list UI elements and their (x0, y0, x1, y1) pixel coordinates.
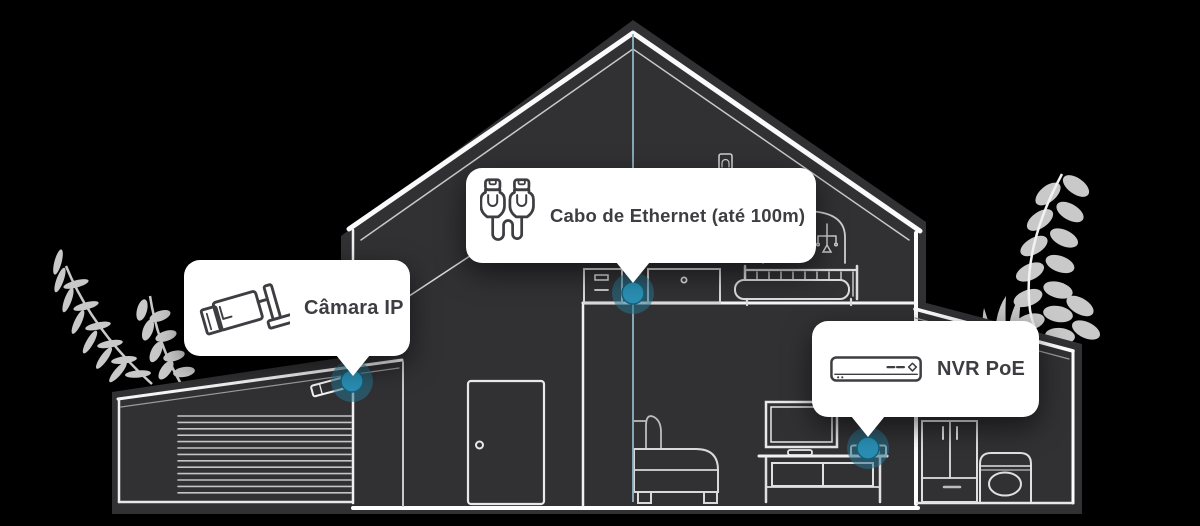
nvr-callout: NVR PoE (812, 321, 1039, 437)
baby-mobile (815, 223, 839, 253)
garage (116, 358, 404, 504)
ethernet-callout-label: Cabo de Ethernet (até 100m) (550, 204, 806, 226)
camera-callout: Câmara IP (184, 260, 410, 376)
camera-hotspot-dot[interactable] (331, 360, 373, 402)
wardrobe (921, 420, 978, 503)
crib (734, 264, 859, 307)
bed (633, 415, 719, 504)
nvr-callout-label: NVR PoE (937, 357, 1026, 380)
garage-door (177, 415, 352, 494)
front-door (466, 379, 546, 506)
nvr-recorder-icon (830, 355, 922, 382)
ethernet-cables-icon (480, 177, 535, 241)
washing-machine (979, 452, 1032, 503)
nvr-hotspot-dot[interactable] (847, 427, 889, 469)
ethernet-hotspot-dot[interactable] (612, 272, 654, 314)
bullet-camera-icon (199, 283, 290, 336)
camera-callout-label: Câmara IP (304, 296, 404, 319)
ethernet-callout: Cabo de Ethernet (até 100m) (466, 168, 816, 283)
left-plant (51, 248, 196, 393)
